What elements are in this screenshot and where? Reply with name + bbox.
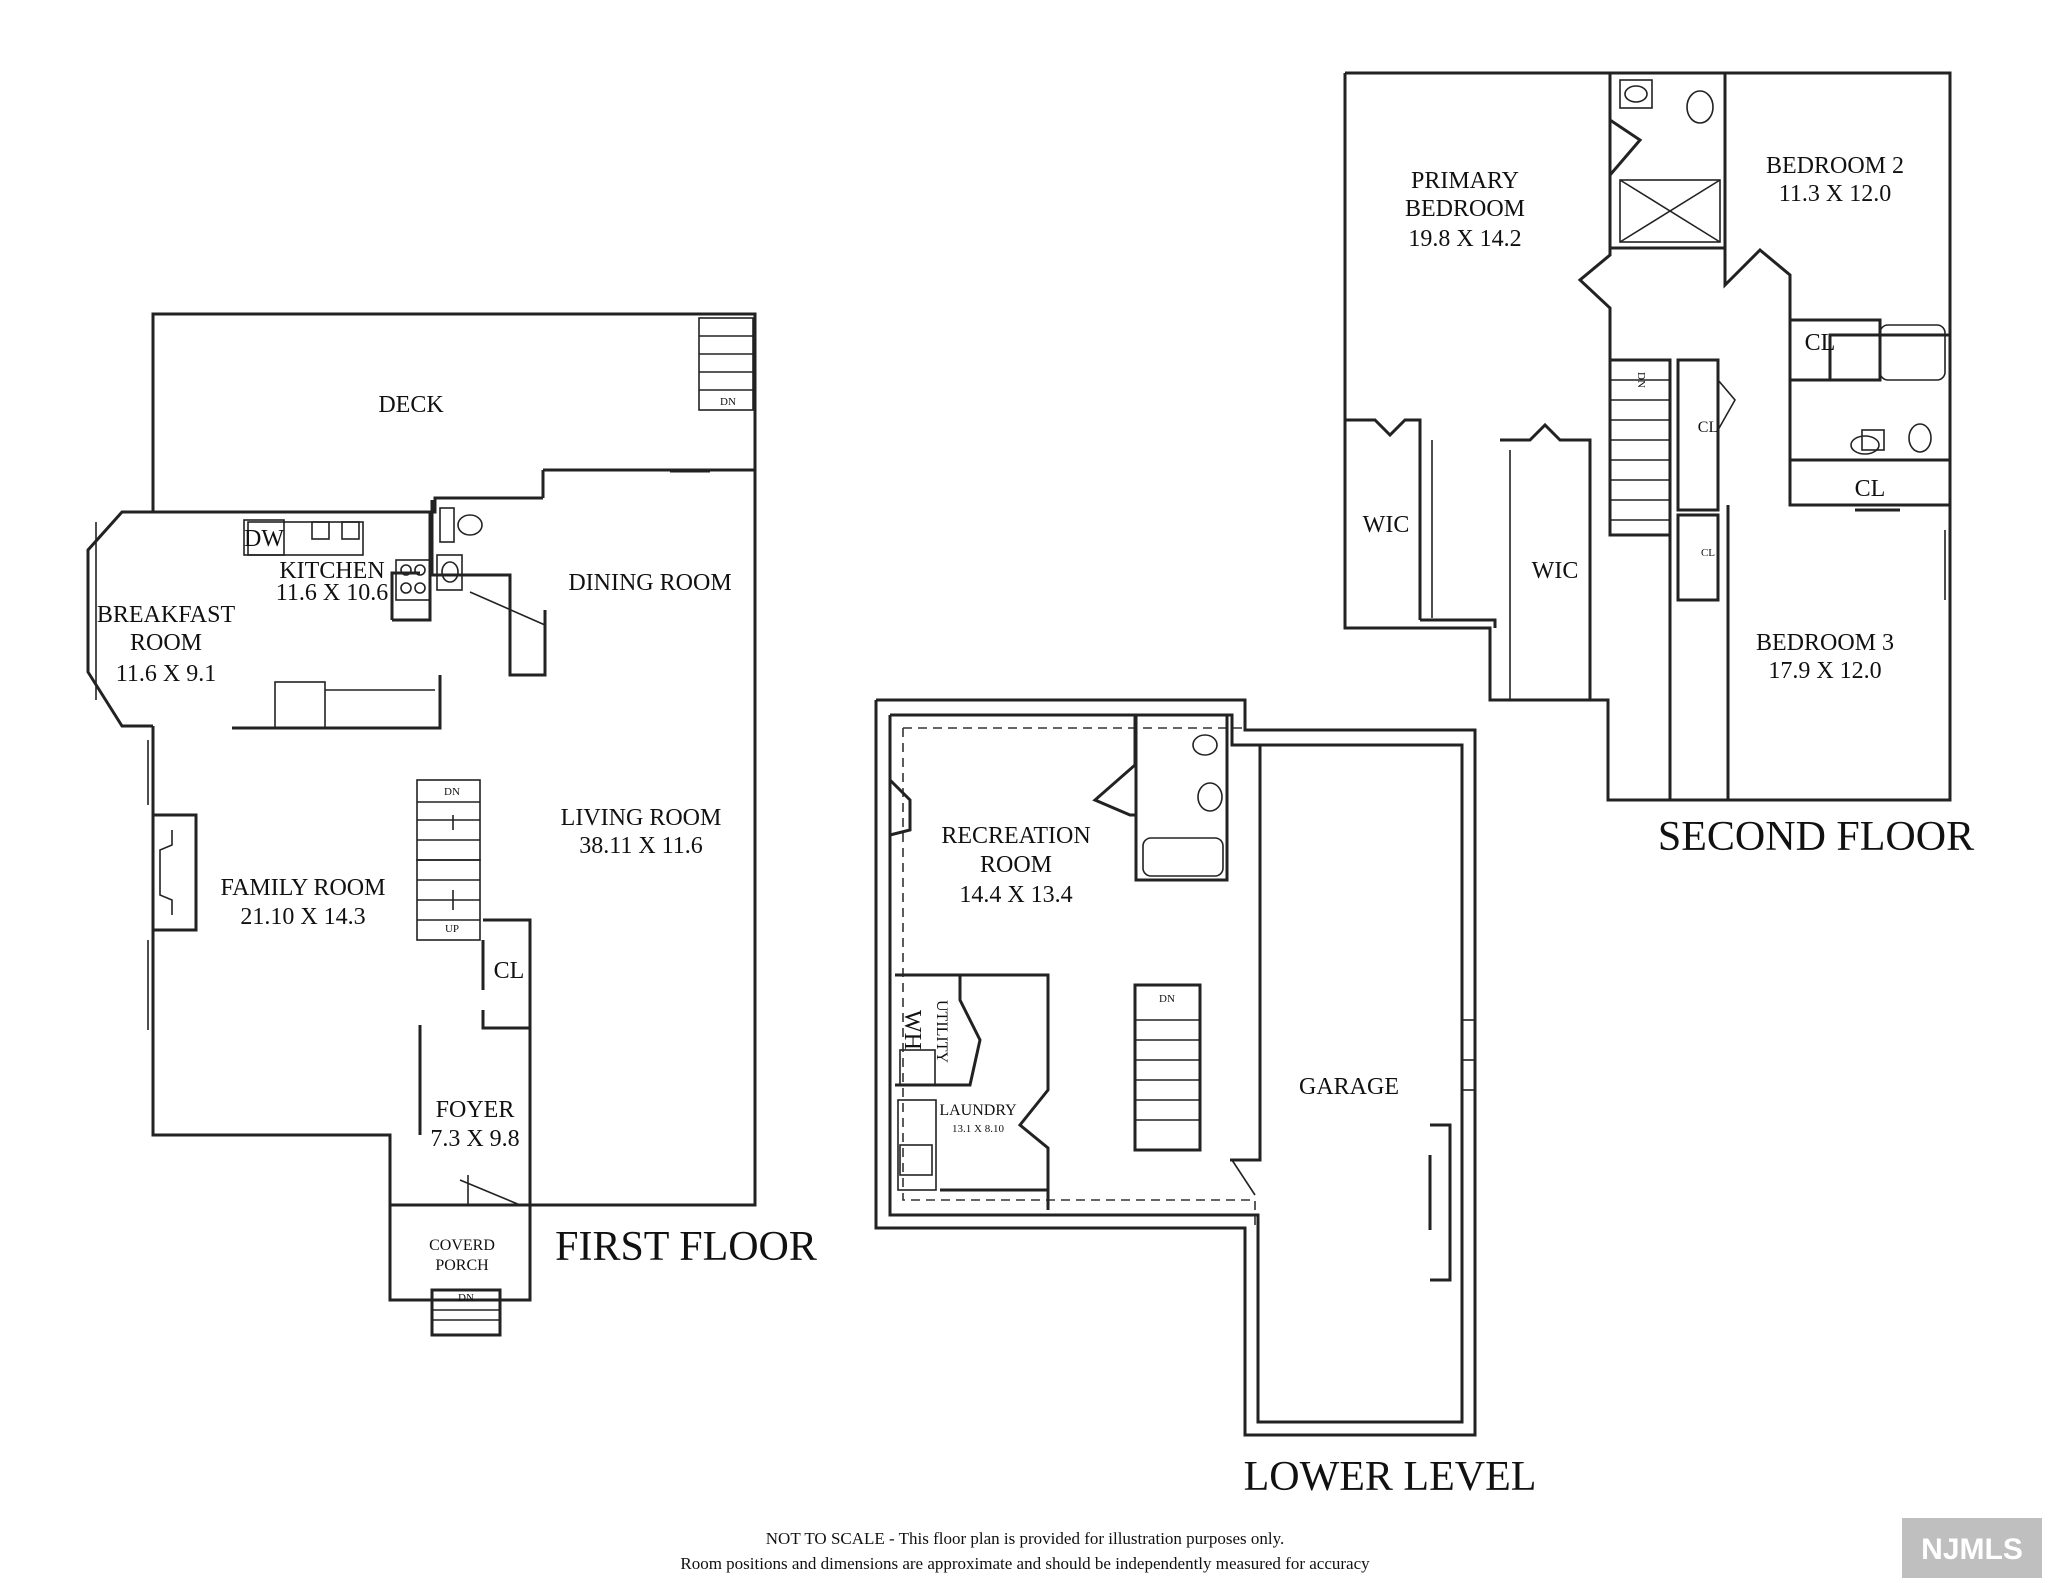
laundry-dimensions: 13.1 X 8.10 <box>952 1123 1004 1135</box>
utility-label: UTILITY <box>933 1000 950 1064</box>
bedroom2-label: BEDROOM 2 <box>1766 153 1904 179</box>
porch-step-dn-label: DN <box>458 1292 474 1304</box>
lower-stair <box>1133 983 1202 1152</box>
deck-stair <box>698 317 754 411</box>
family-room-label: FAMILY ROOM <box>221 875 386 901</box>
breakfast-bay-wall <box>86 496 543 728</box>
foyer-dimensions: 7.3 X 9.8 <box>430 1126 519 1152</box>
foyer-closet-label: CL <box>494 958 525 984</box>
water-heater-label: WH <box>899 1010 925 1050</box>
lower-level-title: LOWER LEVEL <box>1244 1454 1537 1500</box>
second-floor-plan: PRIMARY BEDROOM 19.8 X 14.2 BEDROOM 2 11… <box>1343 71 1974 860</box>
recreation-room-dimensions: 14.4 X 13.4 <box>959 882 1072 908</box>
primary-bedroom-label-1: PRIMARY <box>1411 168 1519 194</box>
lower-stair-dn-label: DN <box>1159 993 1175 1005</box>
hall-closet-label: CL <box>1698 419 1718 436</box>
wic-right-label: WIC <box>1532 558 1579 584</box>
water-heater <box>899 1049 936 1086</box>
deck-outline <box>151 312 757 512</box>
bedroom3-small-closet-label: CL <box>1701 547 1715 559</box>
bedroom2-dimensions: 11.3 X 12.0 <box>1779 181 1891 207</box>
primary-shower <box>1619 179 1721 243</box>
bedroom2-wall <box>1723 73 1950 382</box>
foyer-label: FOYER <box>436 1097 515 1123</box>
disclaimer-line-1: NOT TO SCALE - This floor plan is provid… <box>766 1529 1284 1548</box>
deck-label: DECK <box>378 392 444 418</box>
deck-stair-dn-label: DN <box>720 396 736 408</box>
porch-label-1: COVERD <box>429 1237 495 1254</box>
bath-closet-label: CL <box>1805 330 1836 356</box>
washer-dryer <box>897 1099 937 1191</box>
njmls-logo: NJMLS <box>1902 1518 2042 1578</box>
wic-left-label: WIC <box>1363 512 1410 538</box>
family-room-wall <box>151 726 420 1207</box>
family-room-dimensions: 21.10 X 14.3 <box>240 904 365 930</box>
primary-bedroom-dimensions: 19.8 X 14.2 <box>1408 226 1521 252</box>
porch-label-2: PORCH <box>435 1257 489 1274</box>
porch-step <box>430 1288 502 1337</box>
laundry-wall <box>895 973 1050 1210</box>
lower-level-outer-wall <box>874 698 1477 1437</box>
recreation-room-label-2: ROOM <box>980 852 1052 878</box>
dishwasher-label: DW <box>244 526 284 552</box>
breakfast-room-dimensions: 11.6 X 9.1 <box>116 661 216 687</box>
kitchen-range <box>395 559 431 601</box>
bedroom3-dimensions: 17.9 X 12.0 <box>1768 658 1881 684</box>
wic-right <box>1500 422 1592 700</box>
wic-left <box>1345 418 1422 620</box>
footer: NOT TO SCALE - This floor plan is provid… <box>680 1518 2042 1578</box>
disclaimer-line-2: Room positions and dimensions are approx… <box>680 1554 1370 1573</box>
living-room-dimensions: 38.11 X 11.6 <box>579 833 703 859</box>
second-floor-outer-wall <box>1343 71 1952 802</box>
kitchen-dimensions: 11.6 X 10.6 <box>276 580 388 606</box>
primary-bedroom-label-2: BEDROOM <box>1405 196 1525 222</box>
bedroom3-label: BEDROOM 3 <box>1756 630 1894 656</box>
kitchen-island <box>274 681 326 729</box>
hall-closet <box>1676 358 1720 512</box>
garage-label: GARAGE <box>1299 1074 1399 1100</box>
main-stair-up-label: UP <box>445 923 459 935</box>
bedroom3-closet-label: CL <box>1855 476 1886 502</box>
fireplace <box>153 813 198 932</box>
second-stair-dn-label: DN <box>1635 372 1647 388</box>
first-floor-plan: DECK DN BREAKFAST ROOM 11.6 X 9.1 DW KIT… <box>86 312 817 1337</box>
second-stair <box>1608 358 1672 537</box>
garage-side-door <box>1430 1123 1452 1282</box>
second-floor-title: SECOND FLOOR <box>1658 814 1974 860</box>
breakfast-room-label-1: BREAKFAST <box>97 602 236 628</box>
breakfast-room-label-2: ROOM <box>130 630 202 656</box>
svg-text:NJMLS: NJMLS <box>1921 1533 2023 1566</box>
dishwasher <box>243 519 285 556</box>
main-stair-dn-label: DN <box>444 786 460 798</box>
kitchen-label: KITCHEN <box>279 558 384 584</box>
first-floor-title: FIRST FLOOR <box>555 1224 817 1270</box>
dining-room-label: DINING ROOM <box>568 570 731 596</box>
kitchen-sink <box>247 521 364 556</box>
lower-bathroom <box>1134 713 1229 882</box>
recreation-room-label-1: RECREATION <box>941 823 1090 849</box>
laundry-label: LAUNDRY <box>939 1102 1017 1119</box>
covered-porch <box>388 1203 532 1302</box>
lower-level-plan: RECREATION ROOM 14.4 X 13.4 UTILITY WH L… <box>874 698 1537 1500</box>
living-room-label: LIVING ROOM <box>561 805 722 831</box>
